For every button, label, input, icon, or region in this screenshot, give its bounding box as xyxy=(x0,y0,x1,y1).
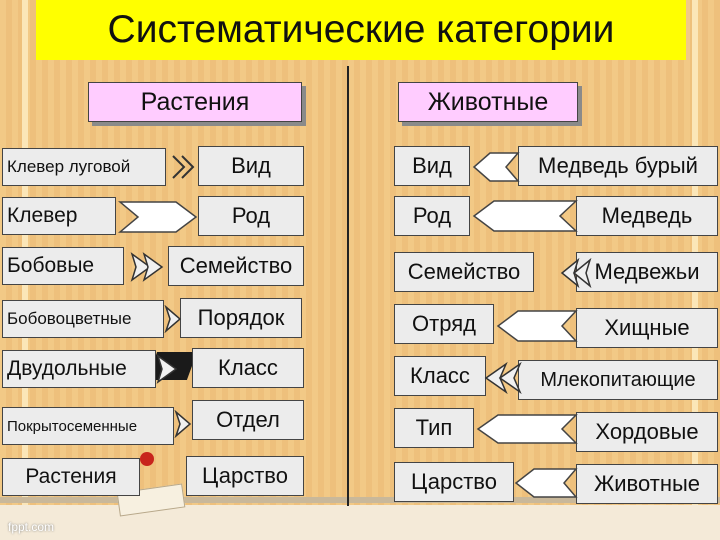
plant-example: Растения xyxy=(2,458,140,496)
arrow-left-icon xyxy=(496,310,578,342)
column-divider xyxy=(347,66,349,506)
animal-example: Хордовые xyxy=(576,412,718,452)
chevron-right-icon xyxy=(130,252,164,282)
animal-rank: Царство xyxy=(394,462,514,502)
floor-divider xyxy=(0,497,720,503)
plant-example: Покрытосеменные xyxy=(2,407,174,445)
animal-example: Хищные xyxy=(576,308,718,348)
arrow-left-icon xyxy=(472,152,520,182)
plants-header: Растения xyxy=(88,82,302,122)
chevron-right-icon xyxy=(174,410,192,438)
page-title: Систематические категории xyxy=(107,8,615,51)
plant-rank: Семейство xyxy=(168,246,304,286)
arrow-left-icon xyxy=(514,468,578,498)
animal-rank: Класс xyxy=(394,356,486,396)
floor-area xyxy=(0,505,720,540)
plant-example: Клевер луговой xyxy=(2,148,166,186)
animal-rank: Семейство xyxy=(394,252,534,292)
animal-rank: Отряд xyxy=(394,304,494,344)
watermark: fppt.com xyxy=(8,520,55,534)
plant-example: Клевер xyxy=(2,197,116,235)
animals-header: Животные xyxy=(398,82,578,122)
animal-example: Млекопитающие xyxy=(518,360,718,400)
chevron-left-icon xyxy=(484,362,522,394)
title-banner: Систематические категории xyxy=(36,0,686,60)
animal-rank: Род xyxy=(394,196,470,236)
plant-rank: Отдел xyxy=(192,400,304,440)
arrow-right-icon xyxy=(118,201,198,233)
plant-example: Бобовые xyxy=(2,247,124,285)
chevron-right-icon xyxy=(156,354,178,384)
chevron-right-icon xyxy=(172,155,195,179)
animal-example: Животные xyxy=(576,464,718,504)
arrow-left-icon xyxy=(472,200,578,232)
arrow-left-icon xyxy=(476,414,578,444)
animal-example: Медведь бурый xyxy=(518,146,718,186)
plant-rank: Порядок xyxy=(180,298,302,338)
animal-example: Медвежьи xyxy=(576,252,718,292)
animal-rank: Тип xyxy=(394,408,474,448)
chevron-left-icon xyxy=(560,258,592,288)
animal-rank: Вид xyxy=(394,146,470,186)
plant-example: Двудольные xyxy=(2,350,156,388)
plant-rank: Род xyxy=(198,196,304,236)
plant-rank: Царство xyxy=(186,456,304,496)
plant-rank: Вид xyxy=(198,146,304,186)
apple-decoration xyxy=(140,452,154,466)
animal-example: Медведь xyxy=(576,196,718,236)
plant-rank: Класс xyxy=(192,348,304,388)
chevron-right-icon xyxy=(164,305,182,333)
plant-example: Бобовоцветные xyxy=(2,300,164,338)
